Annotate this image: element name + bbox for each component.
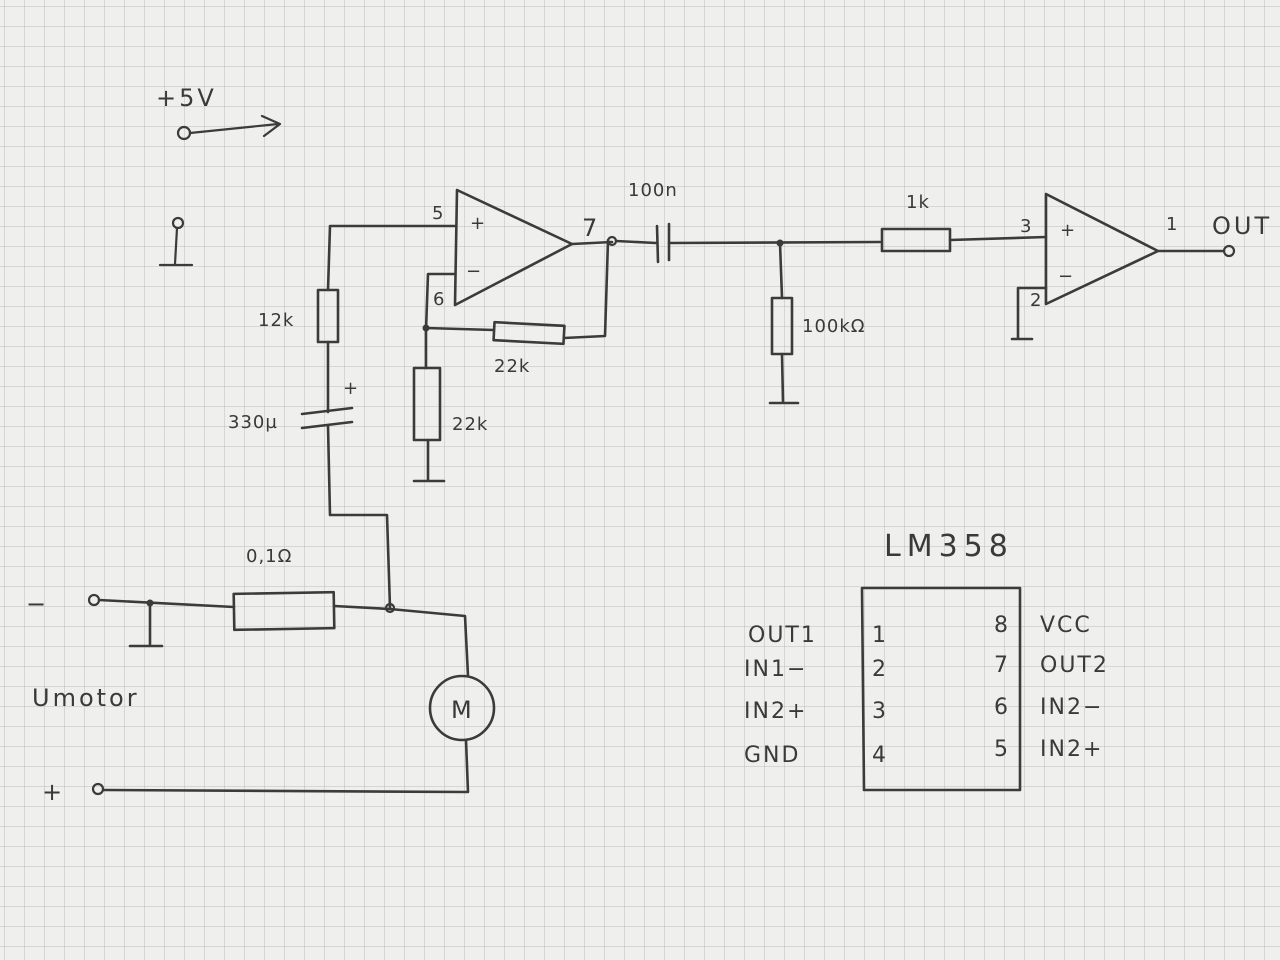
chip-right-num-6: 6 [994,695,1010,720]
capacitor-330u [300,406,354,430]
label-330u: 330µ [228,412,278,433]
opamp-2: 3 + − 2 1 [1020,192,1178,311]
label-1k: 1k [906,192,930,213]
wire-minus-shunt [97,598,236,609]
opamp-2-pin2: 2 [1030,290,1042,311]
terminal-plus-sign: + [42,778,65,806]
wire-shunt-motor [332,604,470,678]
resistor-shunt [232,590,336,632]
resistor-1k [880,227,952,253]
supply-label: +5V [156,84,217,112]
label-22k-feedback: 22k [494,356,530,377]
out-terminal [1222,244,1236,258]
chip-right-name-6: IN2− [1040,695,1103,720]
ground-legend-terminal [171,216,185,230]
chip-right-num-8: 8 [994,613,1010,638]
opamp-1-plus: + [470,213,486,234]
opamp-1-minus: − [466,261,482,282]
wire-out1-cap [614,239,658,245]
label-100n: 100n [628,180,678,201]
opamp-1-pin5: 5 [432,203,444,224]
wire-in-plus [326,224,457,292]
chip-left-name-2: IN1− [744,657,807,682]
ground-legend [158,216,194,267]
ground-motor-icon [128,601,164,648]
ground-22k-icon [412,438,446,483]
chip-right-num-7: 7 [994,653,1010,678]
lm358-pinout: LM358 OUT1 1 IN1− 2 IN2+ 3 GND 4 8 VCC 7… [744,529,1109,792]
label-100k: 100kΩ [802,316,866,337]
label-umotor: Umotor [32,684,140,712]
chip-right-name-7: OUT2 [1040,653,1109,678]
chip-right-name-8: VCC [1040,613,1092,638]
chip-left-num-2: 2 [872,657,888,682]
terminal-plus [91,782,105,796]
chip-left-num-4: 4 [872,743,888,768]
opamp-2-pin1: 1 [1166,214,1178,235]
label-shunt: 0,1Ω [246,546,292,567]
wire-100k-top [778,241,784,300]
wire-fb-right [562,238,610,340]
capacitor-100n [655,222,671,264]
chip-left-name-4: GND [744,743,800,768]
supply-terminal [176,125,192,141]
opamp-2-pin3: 3 [1020,216,1032,237]
motor-icon [428,674,496,742]
wire-in2-minus [1010,286,1048,341]
wire-fb-left [424,326,496,332]
wire-cap-r1k [667,240,882,245]
opamp-1-pin7: 7 [582,214,600,242]
supply-arrow-icon [188,114,282,138]
ground-100k-icon [768,352,800,405]
wire-in-minus [424,272,457,370]
terminal-minus-sign: − [26,590,49,618]
resistor-100k [770,296,794,356]
resistor-22k-ground [412,366,442,442]
resistor-22k-feedback [492,320,566,346]
chip-left-num-3: 3 [872,699,888,724]
wire-r1k-in2 [948,235,1048,242]
opamp-1: 5 + − 6 7 [432,188,600,310]
chip-left-num-1: 1 [872,623,888,648]
opamp-2-triangle [1044,192,1160,306]
wire-cap-shunt [326,424,392,610]
wire-out1 [570,240,614,246]
wire-motor-plus [102,738,470,794]
label-22k-ground: 22k [452,414,488,435]
opamp-2-minus: − [1058,266,1074,287]
motor-label: M [451,696,475,724]
opamp-1-pin6: 6 [433,289,445,310]
ground-icon [158,226,194,267]
label-12k: 12k [258,310,294,331]
chip-left-name-3: IN2+ [744,699,807,724]
label-out: OUT [1212,212,1272,240]
opamp-1-triangle [453,188,574,307]
chip-title: LM358 [884,529,1014,564]
opamp-2-plus: + [1060,220,1076,241]
resistor-12k [316,288,340,344]
chip-right-name-5: IN2+ [1040,737,1103,762]
chip-right-num-5: 5 [994,737,1010,762]
terminal-minus [87,593,101,607]
chip-left-name-1: OUT1 [748,623,817,648]
node-shunt [384,602,396,614]
supply-symbol: +5V [156,84,282,141]
chip-outline [860,586,1022,792]
label-cap-plus: + [343,378,359,399]
